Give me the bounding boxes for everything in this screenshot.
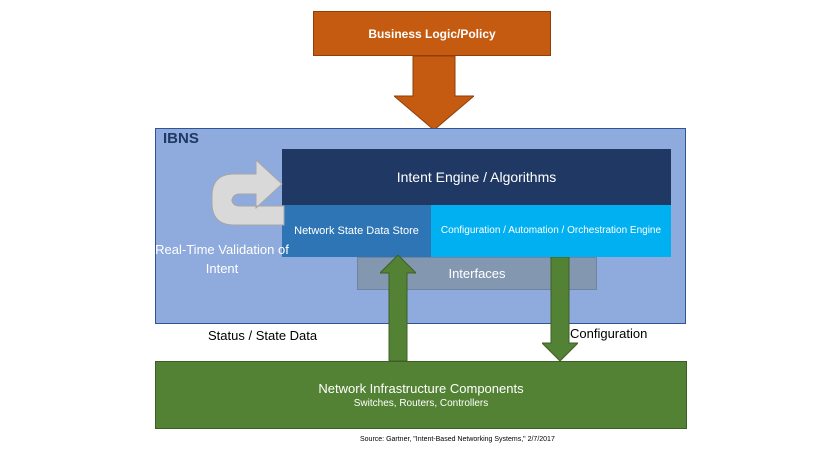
- infrastructure-subtitle: Switches, Routers, Controllers: [353, 397, 489, 409]
- network-infrastructure-box: Network Infrastructure Components Switch…: [155, 361, 687, 429]
- interfaces-label: Interfaces: [448, 266, 506, 281]
- business-logic-label: Business Logic/Policy: [368, 26, 496, 41]
- validation-label: Real-Time Validation of Intent: [155, 242, 289, 276]
- infrastructure-title: Network Infrastructure Components: [318, 380, 524, 396]
- configuration-label: Configuration: [570, 326, 648, 341]
- config-automation-engine-label: Configuration / Automation / Orchestrati…: [440, 225, 662, 236]
- status-up-arrow: [380, 255, 416, 361]
- business-logic-box: Business Logic/Policy: [313, 11, 551, 56]
- validation-loop-arrow-icon: [211, 158, 285, 226]
- config-automation-engine-box: Configuration / Automation / Orchestrati…: [431, 205, 671, 257]
- network-state-store-label: Network State Data Store: [294, 225, 419, 237]
- status-state-data-label: Status / State Data: [208, 328, 318, 343]
- intent-engine-label: Intent Engine / Algorithms: [396, 169, 557, 185]
- policy-down-arrow: [394, 56, 474, 130]
- ibns-label: IBNS: [163, 130, 199, 147]
- source-note: Source: Gartner, "Intent-Based Networkin…: [360, 436, 555, 443]
- configuration-down-arrow: [542, 257, 578, 361]
- intent-engine-box: Intent Engine / Algorithms: [282, 149, 671, 205]
- network-state-store-box: Network State Data Store: [282, 205, 431, 257]
